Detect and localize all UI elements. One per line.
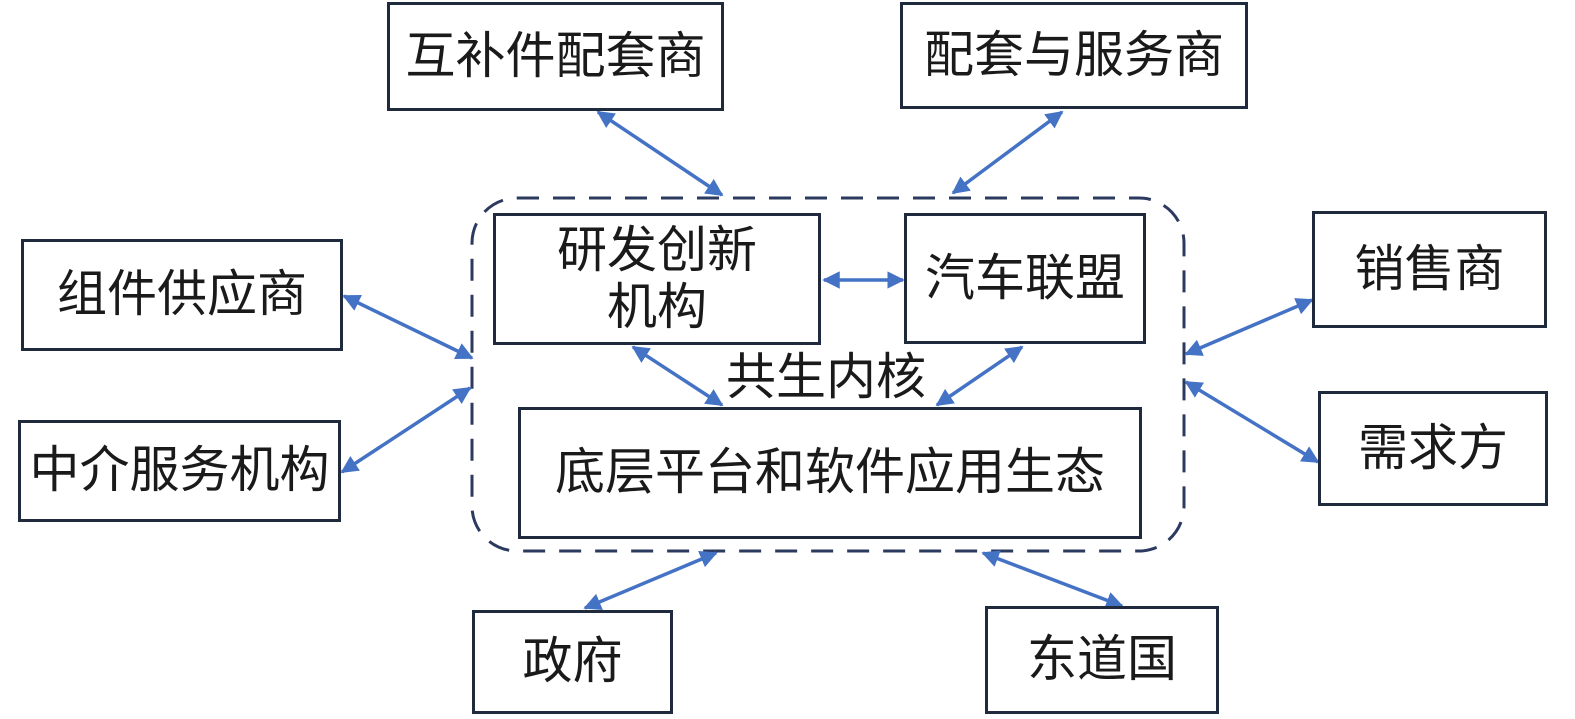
core-rnd-line2: 机构 — [607, 278, 707, 336]
arrow-component-core — [342, 294, 474, 360]
arrow-complement-core — [596, 110, 724, 197]
arrow-service-core — [951, 110, 1064, 195]
node-service-provider-label: 配套与服务商 — [924, 25, 1224, 84]
node-host-country-label: 东道国 — [1027, 630, 1177, 689]
core-rnd-line1: 研发创新 — [557, 220, 757, 279]
core-platform-ecosystem: 底层平台和软件应用生态 — [518, 407, 1142, 539]
node-government-label: 政府 — [522, 632, 623, 691]
node-service-provider: 配套与服务商 — [900, 2, 1248, 109]
node-dealer: 销售商 — [1312, 211, 1547, 328]
arrow-rnd-platform — [631, 345, 724, 407]
arrow-government-core — [583, 551, 718, 610]
node-intermediary: 中介服务机构 — [18, 420, 341, 522]
arrow-dealer-core — [1184, 298, 1314, 356]
node-demand-label: 需求方 — [1358, 418, 1508, 477]
core-auto-alliance-label: 汽车联盟 — [925, 248, 1125, 307]
node-intermediary-label: 中介服务机构 — [29, 441, 330, 500]
core-rnd-institution: 研发创新 机构 — [493, 213, 821, 345]
arrow-host-core — [981, 550, 1124, 609]
node-complement-supplier: 互补件配套商 — [387, 2, 724, 111]
node-complement-supplier-label: 互补件配套商 — [405, 26, 706, 85]
arrow-alliance-platform — [935, 345, 1024, 407]
node-host-country: 东道国 — [985, 606, 1219, 714]
node-component-supplier: 组件供应商 — [21, 239, 343, 351]
node-component-supplier-label: 组件供应商 — [57, 265, 307, 324]
node-demand: 需求方 — [1318, 391, 1548, 506]
node-government: 政府 — [472, 610, 673, 714]
core-boundary — [470, 196, 1186, 553]
node-dealer-label: 销售商 — [1354, 239, 1505, 298]
core-title: 共生内核 — [726, 348, 926, 406]
arrow-demand-core — [1184, 380, 1320, 464]
core-platform-label: 底层平台和软件应用生态 — [555, 443, 1105, 502]
core-auto-alliance: 汽车联盟 — [904, 213, 1146, 344]
arrow-intermediary-core — [340, 386, 472, 474]
